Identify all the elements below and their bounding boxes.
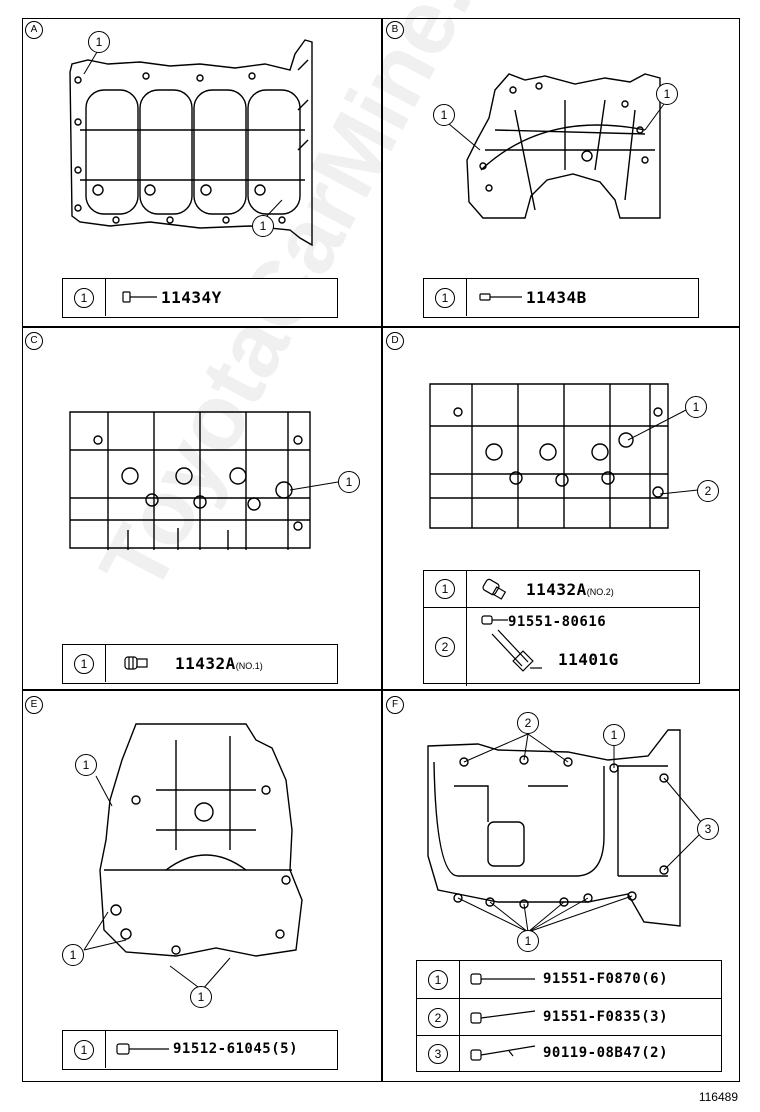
legend-a: 1 11434Y — [62, 278, 338, 318]
panel-label-f: F — [386, 696, 404, 714]
pin-icon — [121, 289, 161, 305]
index-badge: 2 — [428, 1007, 448, 1028]
stud-bolt-icon — [469, 1042, 539, 1064]
callout-e-1c: 1 — [190, 986, 212, 1008]
part-number: 11434B — [526, 288, 587, 307]
panel-label-c: C — [25, 332, 43, 350]
callout-f-1b: 1 — [517, 930, 539, 952]
callout-a-1b: 1 — [252, 215, 274, 237]
part-number: 91551-80616 — [508, 614, 607, 630]
legend-e: 1 91512-61045(5) — [62, 1030, 338, 1070]
bolt-icon — [469, 971, 539, 987]
legend-c: 1 11432A(NO.1) — [62, 644, 338, 684]
legend-row: 1 91551-F0870(6) — [417, 961, 721, 998]
legend-f: 1 91551-F0870(6) 2 91551-F0835(3) 3 9011… — [416, 960, 722, 1072]
legend-b: 1 11434B — [423, 278, 699, 318]
part-number: 11434Y — [161, 288, 222, 307]
row-divider-1 — [22, 326, 740, 328]
cylinder-block-rear-view — [455, 70, 675, 226]
legend-row: 2 91551-80616 11401G — [424, 607, 699, 686]
callout-a-1: 1 — [88, 31, 110, 53]
plug-icon — [480, 577, 514, 601]
cylinder-block-side-view-d — [428, 382, 673, 530]
figure-number: 116489 — [698, 1090, 738, 1104]
cylinder-block-side-view — [68, 410, 318, 552]
legend-row: 1 11432A(NO.2) — [424, 571, 699, 607]
panel-label-e: E — [25, 696, 43, 714]
part-number: 91551-F0870(6) — [543, 971, 669, 987]
legend-d: 1 11432A(NO.2) 2 91551-80616 11401G — [423, 570, 700, 686]
pin-icon — [478, 289, 524, 305]
callout-f-1: 1 — [603, 724, 625, 746]
callout-f-3: 3 — [697, 818, 719, 840]
index-badge: 1 — [74, 653, 94, 674]
part-number: 11432A(NO.1) — [175, 654, 263, 673]
index-badge: 1 — [435, 287, 455, 308]
callout-e-1b: 1 — [62, 944, 84, 966]
panel-label-a: A — [25, 21, 43, 39]
part-number: 91512-61045(5) — [173, 1041, 299, 1057]
cylinder-block-front-view — [96, 720, 310, 960]
callout-f-2: 2 — [517, 712, 539, 734]
index-badge: 1 — [428, 969, 448, 990]
callout-e-1: 1 — [75, 754, 97, 776]
legend-row: 1 11434B — [424, 279, 698, 316]
bolt-icon — [469, 1007, 539, 1025]
part-note: (NO.1) — [235, 661, 263, 671]
row-divider-2 — [22, 689, 740, 691]
part-number: 90119-08B47(2) — [543, 1045, 669, 1061]
column-divider — [381, 18, 383, 1082]
legend-row: 1 91512-61045(5) — [63, 1031, 337, 1068]
callout-d-2: 2 — [697, 480, 719, 502]
legend-row: 1 11434Y — [63, 279, 337, 316]
bolt-icon — [115, 1041, 171, 1057]
cylinder-block-top-view — [50, 30, 330, 270]
index-badge: 1 — [435, 579, 455, 599]
legend-row: 2 91551-F0835(3) — [417, 998, 721, 1036]
part-number-secondary: 11401G — [558, 650, 619, 669]
index-badge: 2 — [435, 637, 455, 657]
index-badge: 1 — [74, 1039, 94, 1060]
callout-b-1b: 1 — [656, 83, 678, 105]
part-number: 91551-F0835(3) — [543, 1009, 669, 1025]
callout-b-1: 1 — [433, 104, 455, 126]
oil-pan-view — [418, 726, 684, 930]
callout-d-1: 1 — [685, 396, 707, 418]
callout-c-1: 1 — [338, 471, 360, 493]
legend-row: 1 11432A(NO.1) — [63, 645, 337, 682]
panel-label-d: D — [386, 332, 404, 350]
plug-icon — [121, 653, 171, 673]
bolt-and-jet-icon — [478, 614, 548, 674]
part-number: 11432A(NO.2) — [526, 580, 614, 599]
index-badge: 3 — [428, 1044, 448, 1064]
index-badge: 1 — [74, 287, 94, 308]
part-note: (NO.2) — [586, 587, 614, 597]
panel-label-b: B — [386, 21, 404, 39]
legend-row: 3 90119-08B47(2) — [417, 1035, 721, 1072]
